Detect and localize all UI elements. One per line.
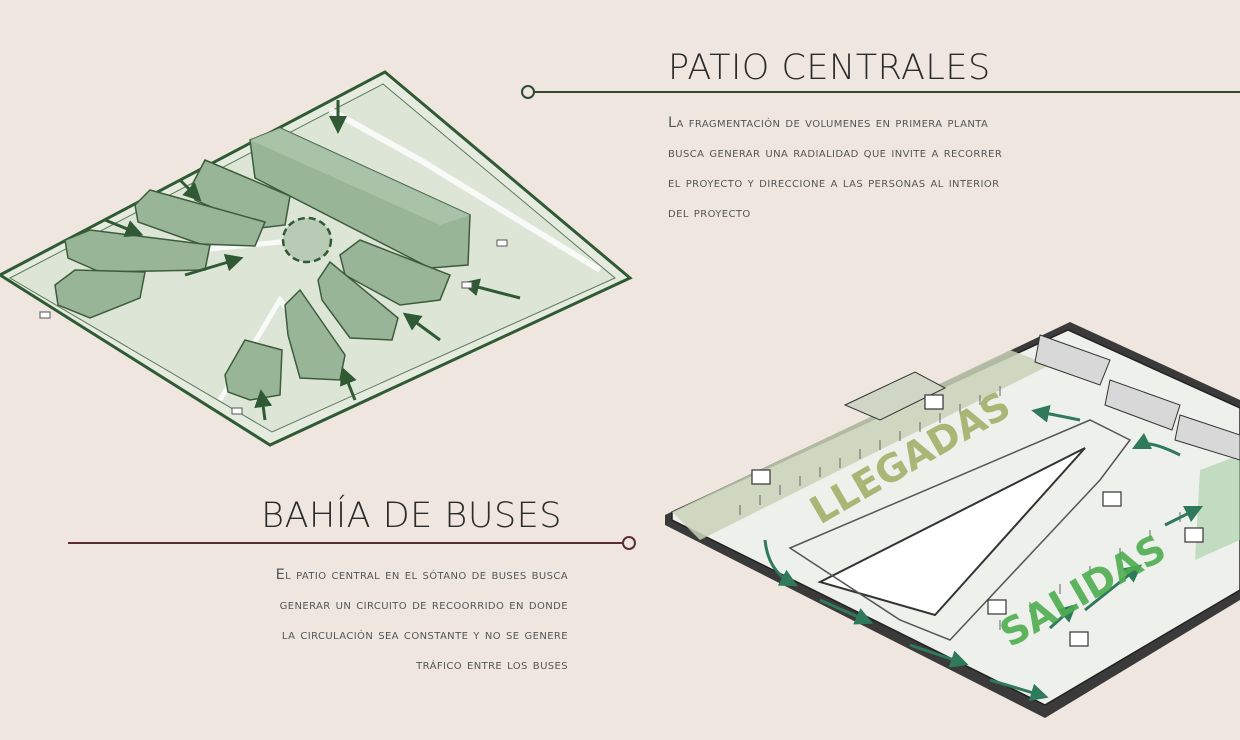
leader-line-top xyxy=(521,85,1240,99)
leader-line-bottom xyxy=(68,536,636,550)
description-line: tráfico entre los buses xyxy=(416,657,568,673)
description-line: busca generar una radialidad que invite … xyxy=(668,145,1003,161)
bahia-de-buses-title: BAHÍA DE BUSES xyxy=(261,496,562,536)
description-line: del proyecto xyxy=(668,205,751,221)
patio-centrales-title: PATIO CENTRALES xyxy=(668,48,991,88)
description-line: La fragmentación de volumenes en primera… xyxy=(668,115,989,131)
bahia-de-buses-axonometric: LLEGADAS SALIDAS xyxy=(665,322,1240,718)
description-line: la circulación sea constante y no se gen… xyxy=(281,627,568,643)
description-line: generar un circuito de recoorrido en don… xyxy=(279,597,568,613)
patio-centrales-description: La fragmentación de volumenes en primera… xyxy=(668,108,1238,228)
patio-centrales-axonometric xyxy=(0,70,633,447)
bahia-de-buses-description: El patio central en el sótano de buses b… xyxy=(48,560,568,680)
description-line: El patio central en el sótano de buses b… xyxy=(275,567,568,583)
description-line: el proyecto y direccione a las personas … xyxy=(668,175,1000,191)
